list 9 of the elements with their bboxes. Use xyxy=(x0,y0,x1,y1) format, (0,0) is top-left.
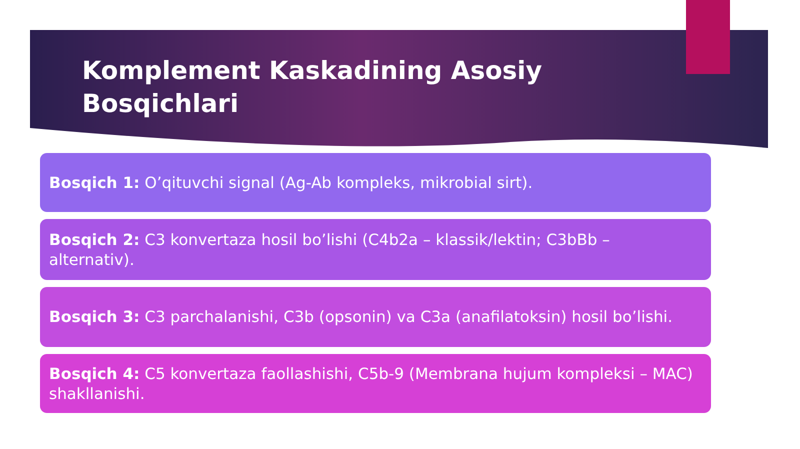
step-box xyxy=(40,287,711,347)
slide-title: Komplement Kaskadining Asosiy Bosqichlari xyxy=(82,55,544,120)
step-text: Bosqich 4: C5 konvertaza faollashishi, C5b-9 (Membrana hujum kompleksi – MAC) shakllanishi. xyxy=(49,364,694,404)
step-text: Bosqich 1: O’qituvchi signal (Ag-Ab kompleks, mikrobial sirt). xyxy=(49,172,533,192)
step-box xyxy=(40,219,711,280)
step-box xyxy=(40,354,711,413)
step-text: Bosqich 2: C3 konvertaza hosil bo’lishi (C4b2a – klassik/lektin; C3bBb – alternativ). xyxy=(49,230,611,270)
step-box xyxy=(40,153,711,212)
step-text: Bosqich 3: C3 parchalanishi, C3b (opsonin) va C3a (anafilatoksin) hosil bo’lishi. xyxy=(49,307,673,327)
